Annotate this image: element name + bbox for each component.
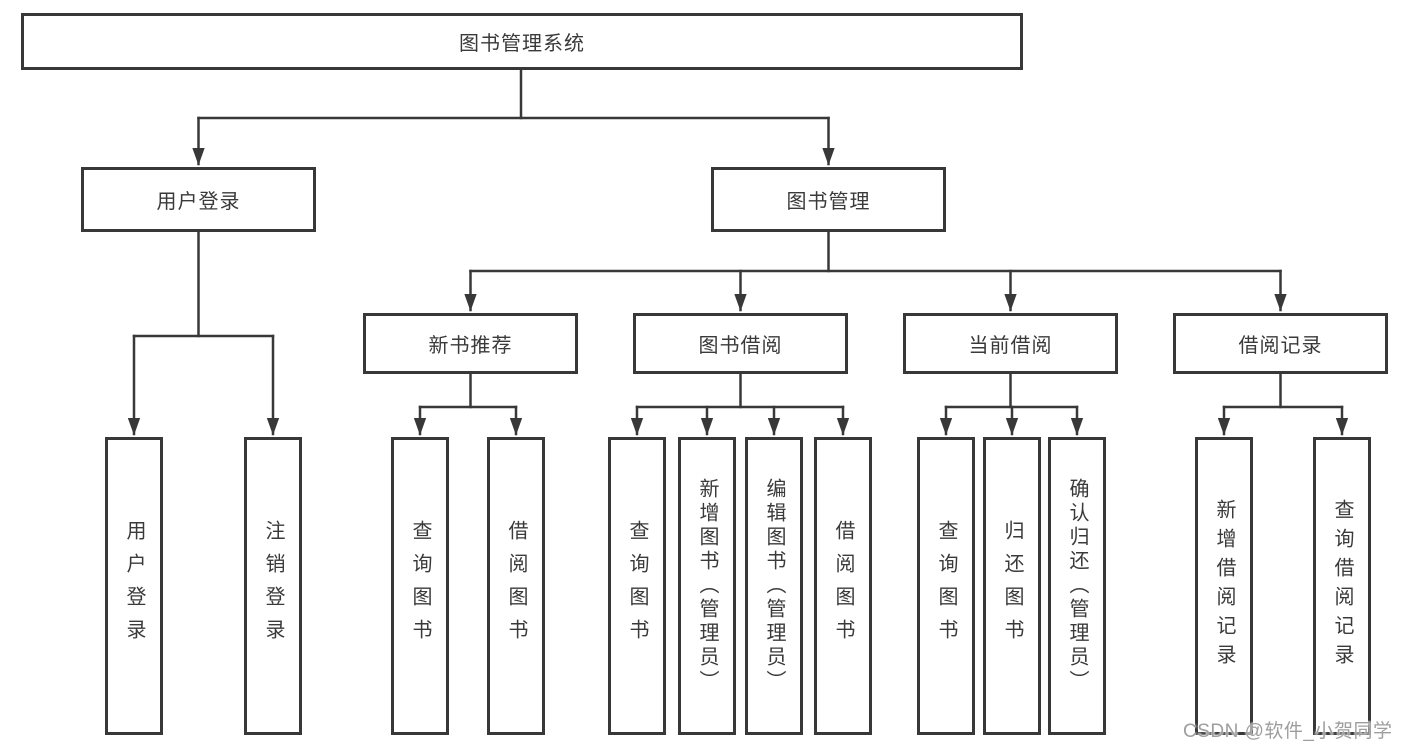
node-borrowing-records: 借阅记录 [1173,313,1388,374]
leaf-label: 归还图书 [1001,520,1023,652]
leaf-label: 新增图书（管理员） [696,478,718,694]
node-library-management-system: 图书管理系统 [21,13,1023,70]
leaf-label: 查询图书 [935,520,957,652]
edges-new-book-recommendation [413,372,523,436]
leaf-query-books-recommend: 查询图书 [391,437,449,735]
edges-root [192,67,835,166]
leaf-label: 查询借阅记录 [1331,499,1353,673]
leaf-label: 编辑图书（管理员） [763,478,785,694]
leaf-add-borrow-record: 新增借阅记录 [1195,437,1253,735]
csdn-watermark: CSDN @软件_小贺同学 [1183,721,1393,742]
edges-current-borrowing [939,372,1084,436]
node-label: 借阅记录 [1238,335,1323,357]
leaf-confirm-return-admin: 确认归还（管理员） [1048,437,1106,735]
leaf-label: 新增借阅记录 [1213,499,1235,673]
node-user-login: 用户登录 [81,167,316,232]
edges-borrowing-records [1217,372,1349,436]
edges-book-borrowing [630,372,850,436]
node-label: 当前借阅 [968,335,1053,357]
node-new-book-recommendation: 新书推荐 [363,313,578,374]
leaf-query-books-current: 查询图书 [917,437,975,735]
leaf-query-books-borrow: 查询图书 [608,437,666,735]
leaf-label: 用户登录 [123,520,145,652]
node-current-borrowing: 当前借阅 [903,313,1118,374]
leaf-return-books: 归还图书 [983,437,1041,735]
leaf-borrow-books: 借阅图书 [814,437,872,735]
leaf-label: 查询图书 [626,520,648,652]
edges-book-management [464,230,1287,312]
leaf-logout-login: 注销登录 [244,437,302,735]
leaf-label: 借阅图书 [505,520,527,652]
node-label: 图书管理系统 [459,33,585,55]
leaf-label: 借阅图书 [832,520,854,652]
leaf-query-borrow-record: 查询借阅记录 [1313,437,1371,735]
edges-user-login [127,230,280,436]
node-label: 图书借阅 [698,335,783,357]
node-label: 用户登录 [156,191,241,213]
leaf-label: 确认归还（管理员） [1066,478,1088,694]
node-book-management: 图书管理 [711,167,946,232]
leaf-label: 注销登录 [262,520,284,652]
node-label: 图书管理 [786,191,871,213]
node-label: 新书推荐 [428,335,513,357]
leaf-edit-book-admin: 编辑图书（管理员） [745,437,803,735]
leaf-user-login: 用户登录 [105,437,163,735]
node-book-borrowing: 图书借阅 [633,313,848,374]
leaf-label: 查询图书 [409,520,431,652]
leaf-add-book-admin: 新增图书（管理员） [678,437,736,735]
leaf-borrow-books-recommend: 借阅图书 [487,437,545,735]
